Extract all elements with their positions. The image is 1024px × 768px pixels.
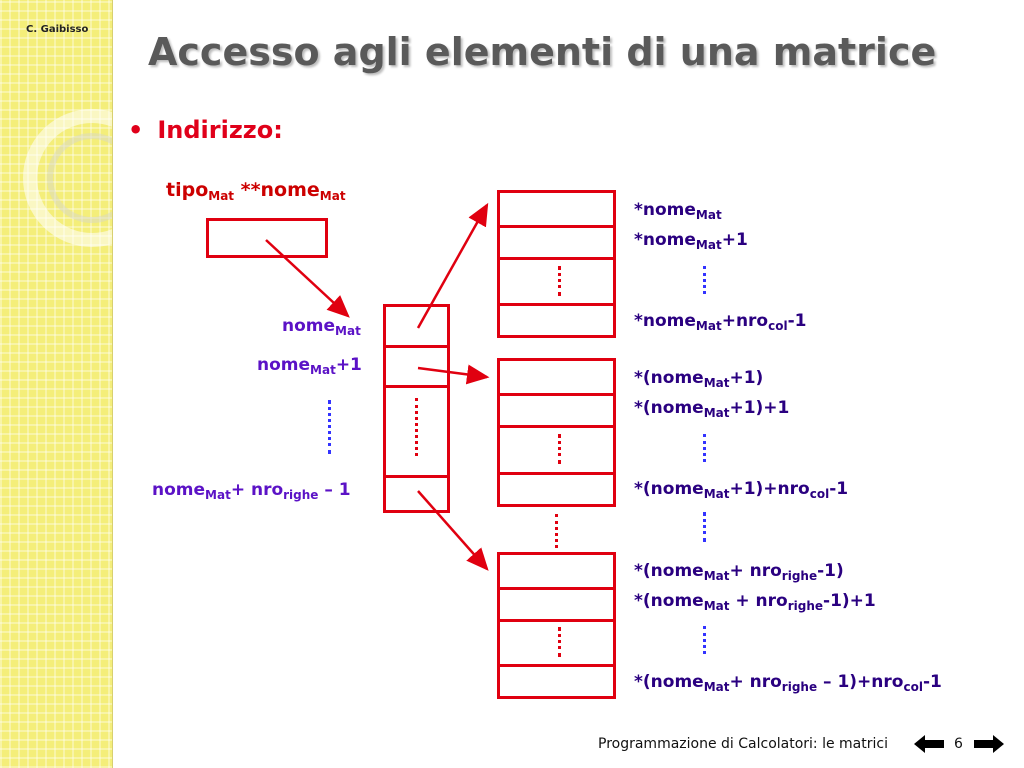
row2-cell-last — [497, 472, 616, 507]
row2-cell-1 — [497, 393, 616, 428]
bullet-dot: • — [128, 116, 144, 144]
right-arrow-icon[interactable] — [974, 735, 1004, 757]
between-rows-dots — [555, 514, 558, 548]
decorative-rings — [23, 109, 112, 247]
elem-label-g3-2: *(nomeMat+ nrorighe – 1)+nrocol-1 — [634, 672, 942, 694]
row2-cell-0 — [497, 358, 616, 396]
row1-cell-0 — [497, 190, 616, 228]
row2-dots — [558, 434, 561, 464]
g3-label-dots — [703, 626, 706, 654]
page-number: 6 — [954, 736, 963, 752]
row3-cell-0 — [497, 552, 616, 590]
g2-label-dots — [703, 434, 706, 462]
elem-label-g3-0: *(nomeMat+ nrorighe-1) — [634, 561, 844, 583]
row3-cell-1 — [497, 587, 616, 622]
between-groups-label-dots — [703, 512, 706, 542]
row1-cell-1 — [497, 225, 616, 260]
elem-label-g2-0: *(nomeMat+1) — [634, 368, 764, 390]
elem-label-g2-1: *(nomeMat+1)+1 — [634, 398, 790, 420]
bullet-heading: • Indirizzo: — [128, 116, 283, 144]
decorative-sidebar — [0, 0, 113, 768]
row-pointer-cell-last — [383, 475, 450, 513]
bullet-text: Indirizzo: — [157, 116, 283, 144]
elem-label-g1-2: *nomeMat+nrocol-1 — [634, 311, 807, 333]
elem-label-g3-1: *(nomeMat + nrorighe-1)+1 — [634, 591, 876, 613]
row1-cell-middle — [497, 257, 616, 306]
row3-dots — [558, 627, 561, 657]
pointer-column-dots — [415, 398, 418, 456]
elem-label-g1-1: *nomeMat+1 — [634, 230, 748, 252]
row3-cell-middle — [497, 619, 616, 667]
row1-dots — [558, 266, 561, 296]
row-label-1: nomeMat+1 — [257, 355, 362, 377]
slide-title: Accesso agli elementi di una matrice — [148, 30, 937, 74]
row3-cell-last — [497, 664, 616, 699]
row-pointer-cell-1 — [383, 345, 450, 388]
pointer-variable-cell — [206, 218, 328, 258]
row1-cell-last — [497, 303, 616, 338]
row-label-0: nomeMat — [282, 316, 361, 338]
row-label-last: nomeMat+ nrorighe – 1 — [152, 480, 351, 502]
author-label: C. Gaibisso — [26, 24, 89, 35]
elem-label-g1-0: *nomeMat — [634, 200, 722, 222]
row2-cell-middle — [497, 425, 616, 475]
footer-text: Programmazione di Calcolatori: le matric… — [598, 736, 888, 752]
row-pointer-cell-0 — [383, 304, 450, 348]
row-label-dots — [328, 400, 331, 454]
declaration-label: tipoMat **nomeMat — [166, 179, 346, 203]
elem-label-g2-2: *(nomeMat+1)+nrocol-1 — [634, 479, 849, 501]
left-arrow-icon[interactable] — [914, 735, 944, 757]
g1-label-dots — [703, 266, 706, 294]
